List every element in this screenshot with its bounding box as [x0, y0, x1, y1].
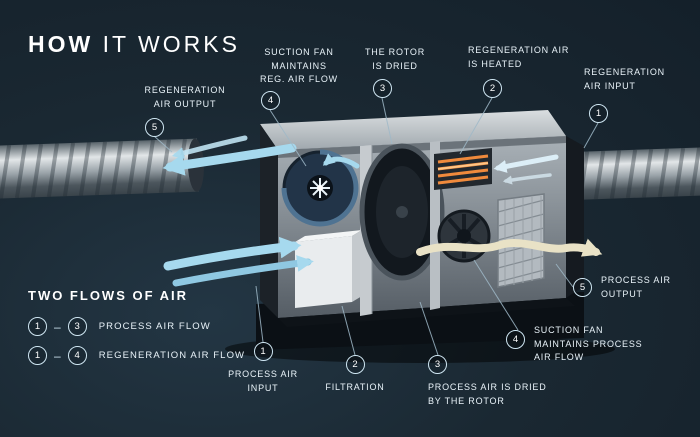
callout-label: SUCTION FAN MAINTAINS REG. AIR FLOW	[260, 47, 338, 84]
step-badge-3: 3	[428, 355, 447, 374]
process-air-input-arrow	[163, 236, 302, 271]
step-badge-4: 4	[67, 346, 87, 365]
callout-label: REGENERATION AIR INPUT	[584, 67, 665, 91]
callout-filtration: 2 FILTRATION	[314, 355, 396, 395]
title-light: IT WORKS	[93, 31, 240, 58]
legend-row-process-air: 1 – 3 PROCESS AIR FLOW	[28, 317, 245, 336]
callout-label: FILTRATION	[325, 382, 385, 392]
step-badge-1: 1	[253, 342, 273, 361]
regen-air-input-arrow-2	[502, 173, 552, 185]
heater	[434, 148, 492, 190]
machine-top-face	[260, 110, 566, 150]
step-badge-2: 2	[345, 355, 365, 374]
range-dash: –	[54, 319, 61, 334]
step-badge-1: 1	[28, 346, 47, 365]
page-title: HOW IT WORKS	[28, 31, 240, 58]
step-badge-3: 3	[373, 79, 392, 98]
legend-label: PROCESS AIR FLOW	[98, 321, 211, 332]
callout-label: PROCESS AIR OUTPUT	[601, 275, 671, 299]
step-badge-2: 2	[483, 79, 502, 98]
callout-label: PROCESS AIR INPUT	[228, 369, 298, 393]
step-badge-4: 4	[506, 330, 525, 349]
callout-label: REGENERATION AIR IS HEATED	[468, 45, 570, 69]
regen-air-output-arrow	[162, 143, 297, 176]
step-badge-1: 1	[589, 104, 608, 123]
legend-label: REGENERATION AIR FLOW	[98, 350, 246, 361]
callout-label: PROCESS AIR IS DRIED BY THE ROTOR	[428, 382, 547, 406]
legend-title: TWO FLOWS OF AIR	[28, 288, 189, 303]
callout-process-air-input: 1 PROCESS AIR INPUT	[222, 342, 304, 395]
suction-fan	[281, 149, 359, 227]
step-badge-5: 5	[145, 118, 164, 137]
filter-box	[295, 230, 362, 308]
legend-row-regeneration-air: 1 – 4 REGENERATION AIR FLOW	[28, 346, 245, 365]
callout-label: REGENERATION AIR OUTPUT	[144, 85, 226, 109]
step-badge-3: 3	[67, 317, 87, 336]
legend-two-flows: TWO FLOWS OF AIR 1 – 3 PROCESS AIR FLOW …	[28, 288, 245, 375]
callout-suction-fan-reg-air: SUCTION FAN MAINTAINS REG. AIR FLOW 4	[240, 46, 358, 110]
callout-regeneration-air-input: REGENERATION AIR INPUT 1	[584, 66, 694, 123]
callout-process-air-dried: 3 PROCESS AIR IS DRIED BY THE ROTOR	[428, 355, 547, 408]
callout-suction-fan-process-air: 4 SUCTION FAN MAINTAINS PROCESS AIR FLOW	[506, 324, 642, 365]
regen-into-fan-arrow	[322, 153, 360, 169]
regen-air-input-arrow	[493, 154, 559, 173]
step-badge-1: 1	[28, 317, 47, 336]
callout-regeneration-air-output: REGENERATION AIR OUTPUT 5	[105, 84, 265, 137]
rotor	[359, 143, 445, 281]
process-air-input-arrow-2	[172, 255, 314, 287]
airflow-arrows	[162, 135, 603, 287]
range-dash: –	[54, 348, 61, 363]
title-bold: HOW	[28, 31, 94, 58]
callout-regeneration-air-heated: REGENERATION AIR IS HEATED 2	[468, 44, 618, 98]
leader-lines	[153, 97, 599, 356]
callout-label: SUCTION FAN MAINTAINS PROCESS AIR FLOW	[534, 325, 643, 362]
step-badge-4: 4	[261, 91, 280, 110]
process-air-output-arrow	[416, 238, 603, 257]
regen-air-output-arrow-2	[171, 135, 248, 159]
callout-label: THE ROTOR IS DRIED	[364, 47, 426, 71]
process-fan	[437, 209, 491, 263]
step-badge-5: 5	[573, 278, 592, 297]
callout-process-air-output: 5 PROCESS AIR OUTPUT	[573, 274, 671, 301]
callout-rotor-is-dried: THE ROTOR IS DRIED 3	[352, 46, 438, 98]
